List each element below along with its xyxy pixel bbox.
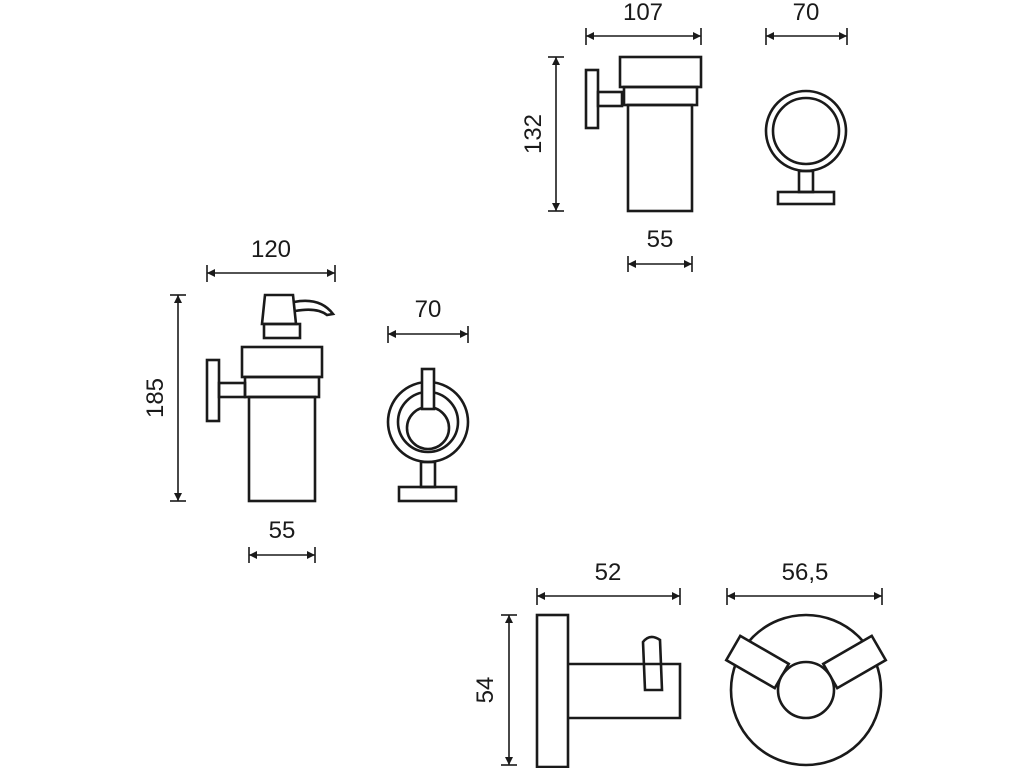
dispenser-side-width-label: 70 [415,296,442,323]
dispenser-width-dimension: 120 [206,236,336,282]
tumbler-arm [596,90,624,108]
dispenser-wall-plate [205,358,221,423]
dispenser-side-base [397,485,458,503]
tumbler-ring-bottom [622,85,699,107]
tumbler-side-width-label: 70 [793,0,820,26]
tumbler-holder-front-view [584,55,703,213]
hook-pin [641,635,664,692]
dispenser-side-inner-ring [405,405,451,451]
tumbler-ring-top [618,55,703,89]
tumbler-holder-side-view [764,89,848,206]
dispenser-ring-bottom [243,375,321,399]
dispenser-bottle [247,395,317,503]
dispenser-spout [293,299,336,317]
dispenser-side-pump-stem [420,367,436,411]
dispenser-ring-top [240,345,324,379]
dispenser-pump-head [260,293,298,326]
dispenser-arm [217,381,247,399]
hook-width-dimension: 52 [536,559,681,605]
hook-arm [568,662,682,720]
dispenser-width-label: 120 [251,236,291,263]
tumbler-side-stem [797,169,815,194]
tumbler-side-outer-ring [764,89,848,173]
hook-side-width-dimension: 56,5 [726,559,883,605]
tumbler-side-inner-ring [771,96,841,166]
hook-side-center-boss [776,660,836,720]
tumbler-base-label: 55 [647,226,674,253]
tumbler-glass [626,103,694,213]
hook-width-label: 52 [595,559,622,586]
dispenser-base-label: 55 [269,517,296,544]
hook-height-label: 54 [472,677,499,704]
soap-dispenser-front-view [205,293,336,503]
tumbler-wall-plate [584,68,600,130]
robe-hook-side-view [724,613,888,767]
tumbler-height-label: 132 [520,114,547,154]
tumbler-width-label: 107 [623,0,663,26]
hook-side-rosette [729,613,883,767]
dispenser-base-dimension: 55 [248,517,316,563]
robe-hook-front-view [535,613,682,768]
dispenser-height-label: 185 [142,378,169,418]
dispenser-side-stem [419,460,437,489]
tumbler-base-dimension: 55 [627,226,693,272]
hook-height-dimension: 54 [472,614,517,766]
hook-side-width-label: 56,5 [782,559,829,586]
hook-wall-plate [535,613,570,768]
tumbler-side-base [776,190,836,206]
tumbler-width-dimension: 107 [585,0,702,45]
tumbler-height-dimension: 132 [520,56,564,212]
tumbler-side-width-dimension: 70 [765,0,848,45]
dispenser-side-width-dimension: 70 [387,296,469,343]
dispenser-pump-neck [262,322,302,340]
soap-dispenser-side-view [386,367,470,503]
dispenser-height-dimension: 185 [142,294,186,502]
